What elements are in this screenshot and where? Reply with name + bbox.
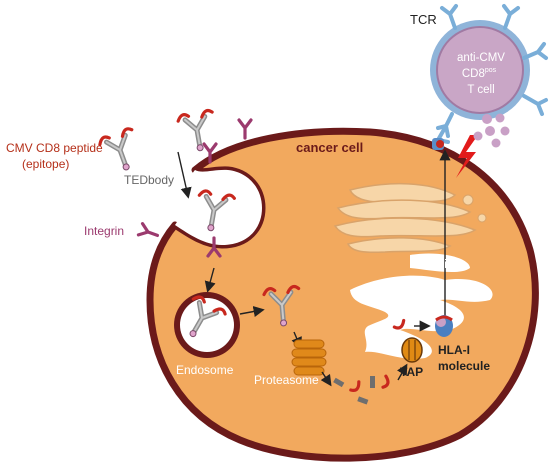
arrow-to-tap <box>396 363 408 381</box>
hla-label-line1: HLA-I <box>438 343 470 357</box>
tcr-receptors <box>436 4 548 138</box>
tedbody-label: TEDbody <box>124 173 174 187</box>
hla-molecule <box>435 315 453 337</box>
endosome <box>174 292 240 358</box>
cancer-cell-label: cancer cell <box>296 140 363 155</box>
tcell-label-line1: anti-CMV <box>457 52 505 64</box>
hla-label-line2: molecule <box>438 359 490 373</box>
proteasome <box>291 339 327 376</box>
endosome-label: Endosome <box>176 363 234 377</box>
arrow-to-pit <box>177 151 192 199</box>
er-label: ER <box>368 328 385 342</box>
golgi-label: Golgi <box>420 259 447 271</box>
integrin-label: Integrin <box>84 224 124 238</box>
proteasome-label: Proteasome <box>254 373 319 387</box>
integrin-icon <box>136 222 162 243</box>
tcell-label-line3: T cell <box>467 84 494 96</box>
arrow-proteasome-out <box>320 371 332 387</box>
lightning-icon <box>456 135 478 178</box>
peptide-label-line1: CMV CD8 peptide <box>6 141 103 155</box>
arrow-to-cytosol <box>239 305 265 318</box>
immune-synapse <box>432 124 450 150</box>
peptide-label-line2: (epitope) <box>22 157 69 171</box>
golgi-apparatus <box>333 182 487 254</box>
peptide-fragments <box>333 374 393 405</box>
endoplasmic-reticulum <box>350 253 493 359</box>
t-cell <box>430 20 530 120</box>
tedbody-free <box>96 125 144 175</box>
tap-transporter <box>401 337 423 363</box>
tap-label: TAP <box>400 365 423 379</box>
tcr-label: TCR <box>410 12 437 27</box>
cytokine-dots <box>473 113 510 148</box>
integrin-icon <box>237 118 253 140</box>
tcell-label-line2: CD8pos <box>462 67 497 80</box>
arrow-to-endosome <box>204 267 216 293</box>
